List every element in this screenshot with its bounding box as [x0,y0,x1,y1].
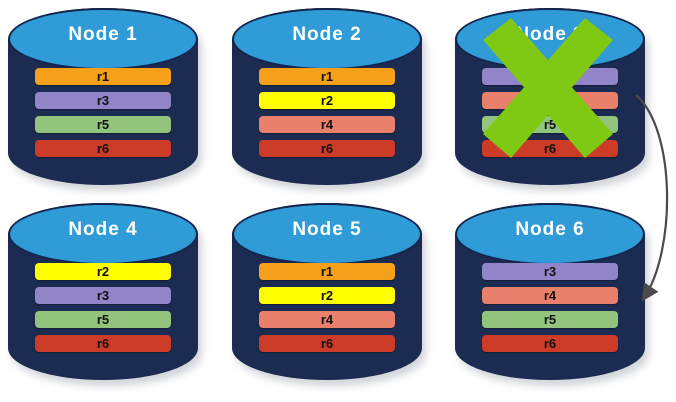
record-bar-r3[interactable]: r3 [482,68,618,85]
record-bar-r4[interactable]: r4 [259,311,395,328]
node-top-ellipse [8,8,198,70]
record-bar-r6[interactable]: r6 [259,335,395,352]
record-bar-r5[interactable]: r5 [482,116,618,133]
record-bar-r2[interactable]: r2 [35,263,171,280]
record-list: r2 r3 r5 r6 [35,263,171,352]
record-list: r3 r4 r5 r6 [482,68,618,157]
record-bar-r6[interactable]: r6 [35,140,171,157]
record-bar-r1[interactable]: r1 [259,263,395,280]
record-bar-r6[interactable]: r6 [482,335,618,352]
node-top-ellipse [8,203,198,265]
record-bar-r6[interactable]: r6 [35,335,171,352]
record-bar-r3[interactable]: r3 [482,263,618,280]
record-list: r1 r2 r4 r6 [259,263,395,352]
record-bar-r3[interactable]: r3 [35,287,171,304]
record-bar-r1[interactable]: r1 [35,68,171,85]
record-bar-r5[interactable]: r5 [35,116,171,133]
record-list: r1 r3 r5 r6 [35,68,171,157]
record-list: r3 r4 r5 r6 [482,263,618,352]
record-bar-r3[interactable]: r3 [35,92,171,109]
record-bar-r6[interactable]: r6 [482,140,618,157]
record-bar-r4[interactable]: r4 [482,92,618,109]
node-top-ellipse [455,8,645,70]
node-top-ellipse [232,203,422,265]
record-bar-r5[interactable]: r5 [35,311,171,328]
record-bar-r4[interactable]: r4 [259,116,395,133]
record-bar-r2[interactable]: r2 [259,287,395,304]
record-bar-r2[interactable]: r2 [259,92,395,109]
record-bar-r4[interactable]: r4 [482,287,618,304]
node-top-ellipse [232,8,422,70]
record-bar-r5[interactable]: r5 [482,311,618,328]
record-bar-r1[interactable]: r1 [259,68,395,85]
record-list: r1 r2 r4 r6 [259,68,395,157]
node-top-ellipse [455,203,645,265]
record-bar-r6[interactable]: r6 [259,140,395,157]
